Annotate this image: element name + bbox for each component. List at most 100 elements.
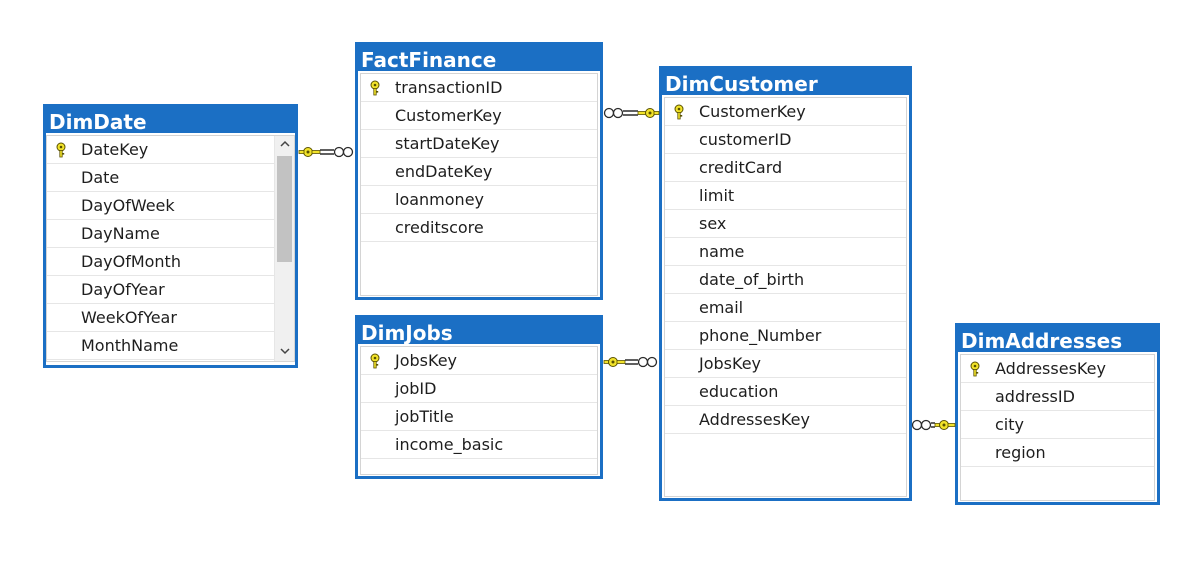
table-dimcustomer[interactable]: DimCustomer CustomerKey customerID creditC…: [659, 66, 912, 501]
row-gutter: [665, 350, 693, 377]
infinity-icon: [911, 419, 932, 431]
relationship-dimcustomer-dimjobs[interactable]: [603, 352, 660, 372]
column-row[interactable]: jobID: [361, 375, 597, 403]
column-row[interactable]: JobsKey: [361, 347, 597, 375]
scroll-up-arrow[interactable]: [275, 136, 294, 154]
column-row[interactable]: name: [665, 238, 906, 266]
row-gutter: [665, 126, 693, 153]
column-row[interactable]: startDateKey: [361, 130, 597, 158]
column-row[interactable]: jobTitle: [361, 403, 597, 431]
column-name: sex: [699, 214, 727, 233]
column-name: CustomerKey: [699, 102, 806, 121]
column-row[interactable]: endDateKey: [361, 158, 597, 186]
row-gutter: [47, 276, 75, 303]
row-gutter: [665, 98, 693, 125]
row-gutter: [47, 192, 75, 219]
column-row[interactable]: city: [961, 411, 1154, 439]
column-row[interactable]: AddressesKey: [961, 355, 1154, 383]
vertical-scrollbar[interactable]: [274, 136, 294, 361]
row-gutter: [47, 164, 75, 191]
column-row[interactable]: WeekOfYear: [47, 304, 274, 332]
row-gutter: [47, 332, 75, 359]
row-gutter: [961, 383, 989, 410]
column-name: creditCard: [699, 158, 783, 177]
column-name: transactionID: [395, 78, 503, 97]
relationship-dimcustomer-dimaddresses[interactable]: [910, 415, 956, 435]
row-gutter: [47, 220, 75, 247]
column-row[interactable]: phone_Number: [665, 322, 906, 350]
row-gutter: [665, 210, 693, 237]
column-row[interactable]: sex: [665, 210, 906, 238]
column-row[interactable]: DayOfWeek: [47, 192, 274, 220]
column-row[interactable]: DateKey: [47, 136, 274, 164]
column-name: email: [699, 298, 744, 317]
column-row[interactable]: addressID: [961, 383, 1154, 411]
column-name: addressID: [995, 387, 1075, 406]
column-name: income_basic: [395, 435, 504, 454]
scroll-thumb[interactable]: [277, 156, 292, 262]
column-row[interactable]: creditscore: [361, 214, 597, 242]
key-icon: [603, 357, 626, 367]
table-title: FactFinance: [358, 45, 600, 71]
column-row[interactable]: CustomerKey: [361, 102, 597, 130]
column-row[interactable]: DayOfYear: [47, 276, 274, 304]
column-row[interactable]: date_of_birth: [665, 266, 906, 294]
column-row[interactable]: email: [665, 294, 906, 322]
column-list: CustomerKey customerID creditCard limit sex n…: [665, 98, 906, 434]
row-gutter: [665, 378, 693, 405]
row-gutter: [361, 102, 389, 129]
row-gutter: [665, 182, 693, 209]
column-name: WeekOfYear: [81, 308, 177, 327]
table-factfinance[interactable]: FactFinance transactionID CustomerKey star…: [355, 42, 603, 300]
column-row[interactable]: AddressesKey: [665, 406, 906, 434]
key-icon: [934, 420, 956, 430]
table-title: DimJobs: [358, 318, 600, 344]
column-row[interactable]: DayOfMonth: [47, 248, 274, 276]
column-name: jobID: [395, 379, 437, 398]
column-name: loanmoney: [395, 190, 485, 209]
table-title: DimDate: [46, 107, 295, 133]
column-row[interactable]: income_basic: [361, 431, 597, 459]
scroll-down-arrow[interactable]: [275, 343, 294, 361]
column-row[interactable]: education: [665, 378, 906, 406]
column-name: name: [699, 242, 745, 261]
row-gutter: [361, 74, 389, 101]
column-row[interactable]: DayName: [47, 220, 274, 248]
column-name: CustomerKey: [395, 106, 502, 125]
row-gutter: [665, 294, 693, 321]
column-row[interactable]: MonthName: [47, 332, 274, 360]
column-name: region: [995, 443, 1046, 462]
relationship-factfinance-dimdate[interactable]: [298, 142, 356, 162]
table-title: DimCustomer: [662, 69, 909, 95]
column-name: DayOfYear: [81, 280, 165, 299]
column-row[interactable]: creditCard: [665, 154, 906, 182]
column-name: JobsKey: [395, 351, 458, 370]
column-name: Date: [81, 168, 120, 187]
row-gutter: [47, 304, 75, 331]
row-gutter: [961, 439, 989, 466]
column-list: AddressesKey addressID city region: [961, 355, 1154, 467]
row-gutter: [361, 214, 389, 241]
column-row[interactable]: transactionID: [361, 74, 597, 102]
column-row[interactable]: loanmoney: [361, 186, 597, 214]
column-row[interactable]: CustomerKey: [665, 98, 906, 126]
relationship-factfinance-dimcustomer[interactable]: [602, 103, 660, 123]
column-row[interactable]: customerID: [665, 126, 906, 154]
column-list: JobsKey jobID jobTitle income_basic: [361, 347, 597, 459]
column-row[interactable]: region: [961, 439, 1154, 467]
infinity-icon: [637, 356, 658, 368]
column-name: phone_Number: [699, 326, 822, 345]
key-icon: [970, 361, 980, 377]
column-row[interactable]: JobsKey: [665, 350, 906, 378]
table-dimjobs[interactable]: DimJobs JobsKey jobID jobTitle income_basic: [355, 315, 603, 479]
row-gutter: [361, 186, 389, 213]
column-row[interactable]: limit: [665, 182, 906, 210]
column-row[interactable]: Date: [47, 164, 274, 192]
column-name: customerID: [699, 130, 792, 149]
infinity-icon: [603, 107, 624, 119]
